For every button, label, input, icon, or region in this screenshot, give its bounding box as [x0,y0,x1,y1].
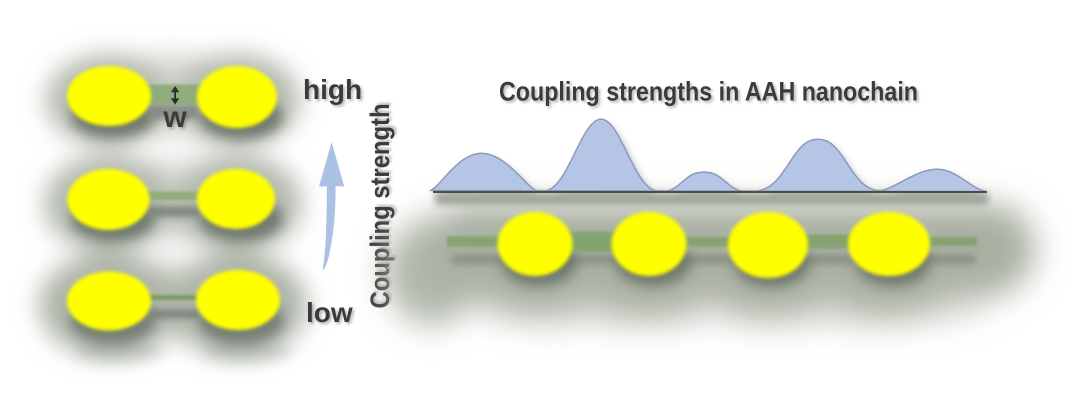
svg-text:high: high [303,74,362,105]
svg-text:w: w [162,101,187,134]
svg-text:Coupling strengths in AAH nano: Coupling strengths in AAH nanochain [499,77,918,107]
svg-text:low: low [306,297,353,328]
